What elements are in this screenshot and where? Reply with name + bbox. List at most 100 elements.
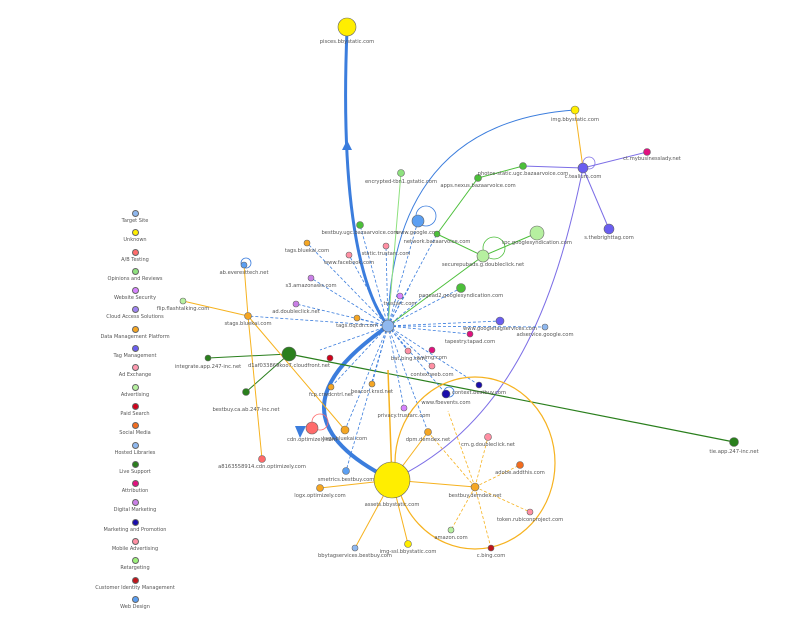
node-facebook[interactable] <box>345 251 353 259</box>
node-sunflower[interactable] <box>373 461 411 499</box>
node-label-bat_bing: bat.bing.com <box>391 356 425 362</box>
node-label-privacy: privacy.trustarc.com <box>378 413 431 419</box>
node-tokenrubicon[interactable] <box>526 508 534 516</box>
legend-label: Social Media <box>119 430 151 437</box>
node-hub[interactable] <box>381 319 395 333</box>
node-googleservices[interactable] <box>495 316 505 326</box>
legend-label: Tag Management <box>113 353 157 360</box>
node-label-tealium: c.tealium.com <box>565 174 602 180</box>
node-googlesynd[interactable] <box>529 225 545 241</box>
node-label-netbaz: network.bazaarvoice.com <box>404 239 471 245</box>
node-logoptimizely[interactable] <box>316 484 324 492</box>
node-netbaz[interactable] <box>433 230 441 238</box>
node-optimizely[interactable] <box>305 421 319 435</box>
node-dpm[interactable] <box>424 428 432 436</box>
legend-swatch <box>131 460 139 468</box>
node-imgssl[interactable] <box>404 540 412 548</box>
node-cdnoptimizely[interactable] <box>258 455 266 463</box>
node-beacon[interactable] <box>368 380 376 388</box>
legend-item: Hosted Libraries <box>112 441 158 461</box>
node-label-bazaar: apps.nexus.bazaarvoice.com <box>440 183 515 189</box>
node-doubleclick[interactable] <box>292 300 300 308</box>
node-privacy[interactable] <box>400 404 408 412</box>
node-pagead2[interactable] <box>456 283 466 293</box>
node-bat_bing[interactable] <box>404 347 412 355</box>
node-liveperson[interactable] <box>242 388 250 396</box>
legend-item: Opinions and Reviews <box>108 267 162 287</box>
legend-swatch <box>131 267 139 275</box>
edge-stags-flashtalking <box>182 300 249 317</box>
node-bazaar[interactable] <box>474 174 482 182</box>
edge-bazaar2-bazaar <box>477 165 524 179</box>
legend-label: Marketing and Promotion <box>103 526 167 533</box>
node-img[interactable] <box>570 105 580 115</box>
node-encrypted[interactable] <box>397 169 405 177</box>
node-bestbuydemdex[interactable] <box>470 482 480 492</box>
node-integrate[interactable] <box>204 354 212 362</box>
node-stags[interactable] <box>244 312 252 320</box>
node-cbing[interactable] <box>487 544 495 552</box>
legend-item: Website Security <box>112 287 158 306</box>
node-bbytagservice[interactable] <box>351 544 359 552</box>
node-google[interactable] <box>411 214 425 228</box>
node-tealium[interactable] <box>577 162 589 174</box>
node-tags_bluekai2[interactable] <box>340 425 350 435</box>
node-trustarc2[interactable] <box>396 292 404 300</box>
legend-item: Digital Marketing <box>112 499 158 518</box>
legend-swatch <box>131 595 139 603</box>
node-label-imgssl: img-ssl.bbystatic.com <box>380 549 437 555</box>
node-s_yimg[interactable] <box>428 346 436 354</box>
node-s3[interactable] <box>307 274 315 282</box>
node-label-cloudfront: d1af033869koo7.cloudfront.net <box>248 363 330 369</box>
node-label-dpm: dpm.demdex.net <box>406 437 450 443</box>
legend-label: Hosted Libraries <box>114 449 156 456</box>
node-contexttr[interactable] <box>475 381 483 389</box>
node-tvlady[interactable] <box>643 148 651 156</box>
node-adservice[interactable] <box>541 323 549 331</box>
node-redpin[interactable] <box>326 354 334 362</box>
node-tiqcdn[interactable] <box>353 314 361 322</box>
node-bazaar2[interactable] <box>519 162 527 170</box>
node-flashtalking[interactable] <box>179 297 187 305</box>
edge-tealium-bazaar2 <box>522 165 584 169</box>
node-everesttech[interactable] <box>240 261 248 269</box>
legend-item: Retargeting <box>112 557 158 576</box>
sunflower-edges <box>427 410 531 549</box>
node-adobe_analytic[interactable] <box>516 461 524 469</box>
node-static_trust[interactable] <box>382 242 390 250</box>
legend-item: Mobile Advertising <box>112 538 158 557</box>
legend-swatch <box>131 229 139 237</box>
node-tapestry[interactable] <box>466 330 474 338</box>
node-tag_bluekai[interactable] <box>303 239 311 247</box>
node-label-tapestry: tapestry.tapad.com <box>445 339 495 345</box>
legend-item: Social Media <box>112 422 158 441</box>
legend-item: Marketing and Promotion <box>104 518 166 538</box>
edge-stags-everest <box>243 264 249 317</box>
node-label-static_trust: static.trustarc.com <box>362 251 411 257</box>
node-contextweb[interactable] <box>428 362 436 370</box>
node-cmg[interactable] <box>484 433 492 441</box>
node-label-tiqcdn: tags.tiqcdn.com <box>336 323 378 329</box>
node-pisces[interactable] <box>337 17 357 37</box>
edge-sunflower-up <box>387 369 393 481</box>
legend-swatch <box>131 383 139 391</box>
node-bestbuyugc[interactable] <box>356 221 364 229</box>
node-smetrics[interactable] <box>342 467 350 475</box>
legend-label: Attribution <box>121 488 149 495</box>
node-fbevents[interactable] <box>441 389 451 399</box>
node-label-tvlady: ct.mybusinesslady.net <box>623 156 681 162</box>
edge-tealium-thebright <box>582 167 610 230</box>
node-cloudfront[interactable] <box>281 346 297 362</box>
loop-googlesynd <box>482 236 506 260</box>
node-tie[interactable] <box>729 437 739 447</box>
node-label-pisces: pisces.bbystatic.com <box>320 39 374 45</box>
node-secdc[interactable] <box>476 249 490 263</box>
node-label-fbevents: www.fbevents.com <box>421 400 470 406</box>
legend-item: Target Site <box>112 210 158 229</box>
node-thebright[interactable] <box>603 223 615 235</box>
node-label-contextweb: contextweb.com <box>410 372 453 378</box>
legend-swatch <box>131 557 139 565</box>
node-fcp[interactable] <box>327 383 335 391</box>
node-amazon[interactable] <box>447 526 455 534</box>
